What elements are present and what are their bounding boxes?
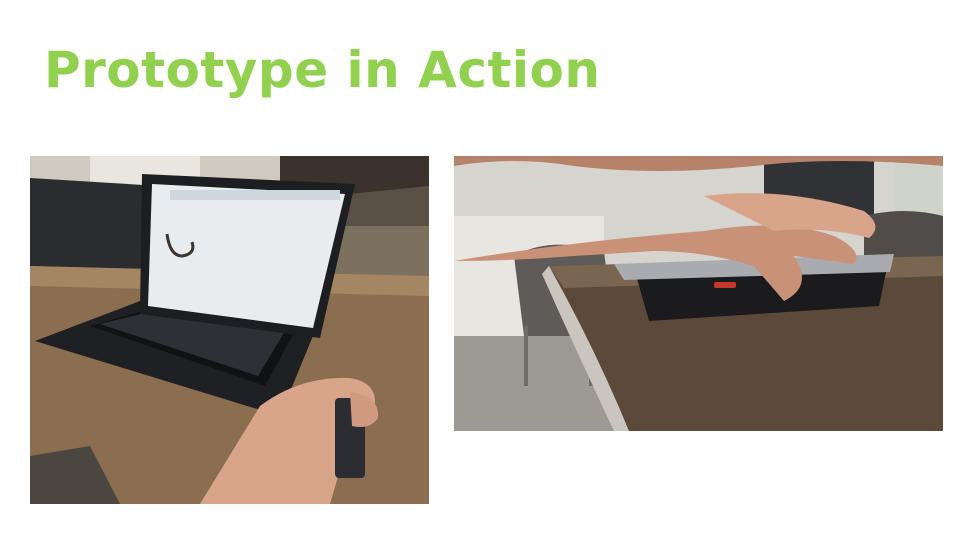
photo-laptop-demo (30, 156, 429, 504)
photo-laptop-demo-image (30, 156, 429, 504)
slide-title: Prototype in Action (44, 41, 601, 99)
photo-phone-demo-image (454, 156, 943, 431)
photo-phone-demo (454, 156, 943, 431)
